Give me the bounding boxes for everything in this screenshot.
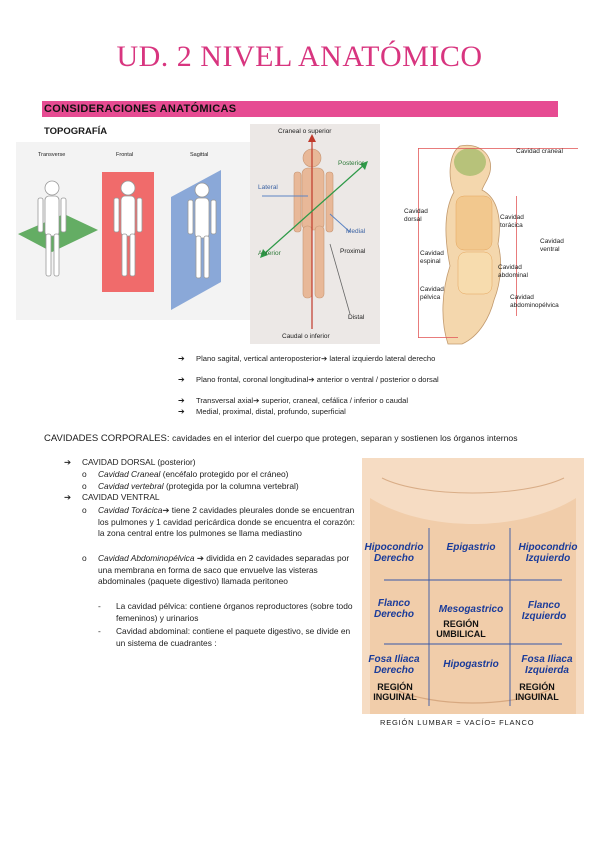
region-mesogastrico: Mesogastrico xyxy=(438,604,504,615)
page-title: UD. 2 NIVEL ANATÓMICO xyxy=(116,40,483,73)
subsection-title: TOPOGRAFÍA xyxy=(44,126,108,137)
label-distal: Distal xyxy=(348,314,365,321)
region-flanco-izquierdo: Flanco Izquierdo xyxy=(521,600,567,622)
directional-terms-figure: Craneal o superior Posterior Lateral Med… xyxy=(250,124,380,344)
label-lateral: Lateral xyxy=(258,184,278,191)
anatomical-planes-figure: Transverse Frontal Sagittal xyxy=(16,142,252,320)
label-proximal: Proximal xyxy=(340,248,366,255)
plane-label-frontal: Frontal xyxy=(116,152,134,158)
label-pelvic-cavity: Cavidad pélvica xyxy=(420,286,444,301)
arrow-icon: ➔ xyxy=(178,354,185,363)
arrow-icon: ➔ xyxy=(178,396,185,405)
directional-terms-illustration xyxy=(260,134,368,329)
section-banner-label: CONSIDERACIONES ANATÓMICAS xyxy=(44,103,237,115)
abdominal-regions-illustration xyxy=(362,458,584,714)
label-thoracic-cavity: Cavidad torácica xyxy=(500,214,524,229)
region-umbilical-label: REGIÓN UMBILICAL xyxy=(436,619,486,639)
list-item-text: Plano frontal, coronal longitudinal➔ ant… xyxy=(196,375,439,384)
label-spinal-cavity: Cavidad espinal xyxy=(420,250,444,265)
body-cavities-figure: Cavidad craneal Cavidad dorsal Cavidad t… xyxy=(398,140,580,350)
region-hipocondrio-izquierdo: Hipocondrio Izquierdo xyxy=(518,542,578,564)
label-cranial: Craneal o superior xyxy=(278,128,332,135)
label-abdominopelvic-cavity: Cavidad abdominopélvica xyxy=(510,294,559,309)
label-posterior: Posterior xyxy=(338,160,365,167)
label-abdominal-cavity: Cavidad abdominal xyxy=(498,264,528,279)
region-fosa-iliaca-izquierda: Fosa Iliaca Izquierda xyxy=(521,654,573,676)
item-desc: (encéfalo protegido por el cráneo) xyxy=(160,469,289,479)
region-epigastrio: Epigastrio xyxy=(446,542,496,553)
item-name: Cavidad Craneal xyxy=(98,469,161,479)
lumbar-note: REGIÓN LUMBAR = VACÍO= FLANCO xyxy=(380,718,535,727)
region-inguinal-left-label: REGIÓN INGUINAL xyxy=(373,682,417,702)
list-item-text: Plano sagital, vertical anteroposterior➔… xyxy=(196,354,436,363)
region-inguinal-right-label: REGIÓN INGUINAL xyxy=(515,682,559,702)
arrow-icon: ➔ xyxy=(178,375,185,384)
list-item-text: Transversal axial➔ superior, craneal, ce… xyxy=(196,396,409,405)
list-item: ➔ Medial, proximal, distal, profundo, su… xyxy=(178,407,468,418)
arrow-icon: ➔ xyxy=(64,457,72,467)
label-caudal: Caudal o inferior xyxy=(282,333,330,340)
section-banner: CONSIDERACIONES ANATÓMICAS xyxy=(42,101,558,117)
cavidades-intro: CAVIDADES CORPORALES: cavidades en el in… xyxy=(44,432,544,445)
list-item: ➔ Plano frontal, coronal longitudinal➔ a… xyxy=(178,375,468,396)
item-desc: ➔ dividida en 2 cavidades separadas por … xyxy=(98,553,350,587)
item-name: Cavidad vertebral xyxy=(98,481,164,491)
region-hipocondrio-derecho: Hipocondrio Derecho xyxy=(364,542,424,564)
region-flanco-derecho: Flanco Derecho xyxy=(373,598,414,620)
item-name: Cavidad Torácica xyxy=(98,505,163,515)
cavidades-heading: CAVIDADES CORPORALES: xyxy=(44,433,170,444)
list-item-text: Cavidad abdominal: contiene el paquete d… xyxy=(116,626,351,648)
item-desc: ➔ tiene 2 cavidades pleurales donde se e… xyxy=(98,505,355,539)
anatomical-planes-illustration xyxy=(18,170,221,310)
plane-label-transverse: Transverse xyxy=(38,152,66,158)
label-dorsal-cavity: Cavidad dorsal xyxy=(404,208,428,223)
item-name: Cavidad Abdominopélvica xyxy=(98,553,195,563)
planes-list: ➔ Plano sagital, vertical anteroposterio… xyxy=(178,354,468,418)
abdominal-regions-figure: Hipocondrio Derecho Epigastrio Hipocondr… xyxy=(362,458,584,714)
ventral-cavity-label: CAVIDAD VENTRAL xyxy=(82,492,160,502)
list-item: ➔ Plano sagital, vertical anteroposterio… xyxy=(178,354,468,375)
cavidades-intro-text: cavidades en el interior del cuerpo que … xyxy=(172,433,518,443)
list-item: ➔ Transversal axial➔ superior, craneal, … xyxy=(178,396,468,407)
arrow-icon: ➔ xyxy=(178,407,185,416)
label-cranial-cavity: Cavidad craneal xyxy=(516,148,563,155)
dorsal-cavity-label: CAVIDAD DORSAL (posterior) xyxy=(82,457,196,467)
region-hipogastrio: Hipogastrio xyxy=(443,659,499,670)
plane-label-sagittal: Sagittal xyxy=(190,152,209,158)
list-item-text: Medial, proximal, distal, profundo, supe… xyxy=(196,407,346,416)
region-fosa-iliaca-derecho: Fosa Iliaca Derecho xyxy=(368,654,420,676)
arrow-icon: ➔ xyxy=(64,492,72,502)
label-medial: Medial xyxy=(346,228,366,235)
item-desc: (protegida por la columna vertebral) xyxy=(163,481,299,491)
body-cavities-illustration xyxy=(418,144,578,345)
label-anterior: Anterior xyxy=(258,250,281,257)
list-item-text: La cavidad pélvica: contiene órganos rep… xyxy=(116,601,353,623)
label-ventral-cavity: Cavidad ventral xyxy=(540,238,564,253)
